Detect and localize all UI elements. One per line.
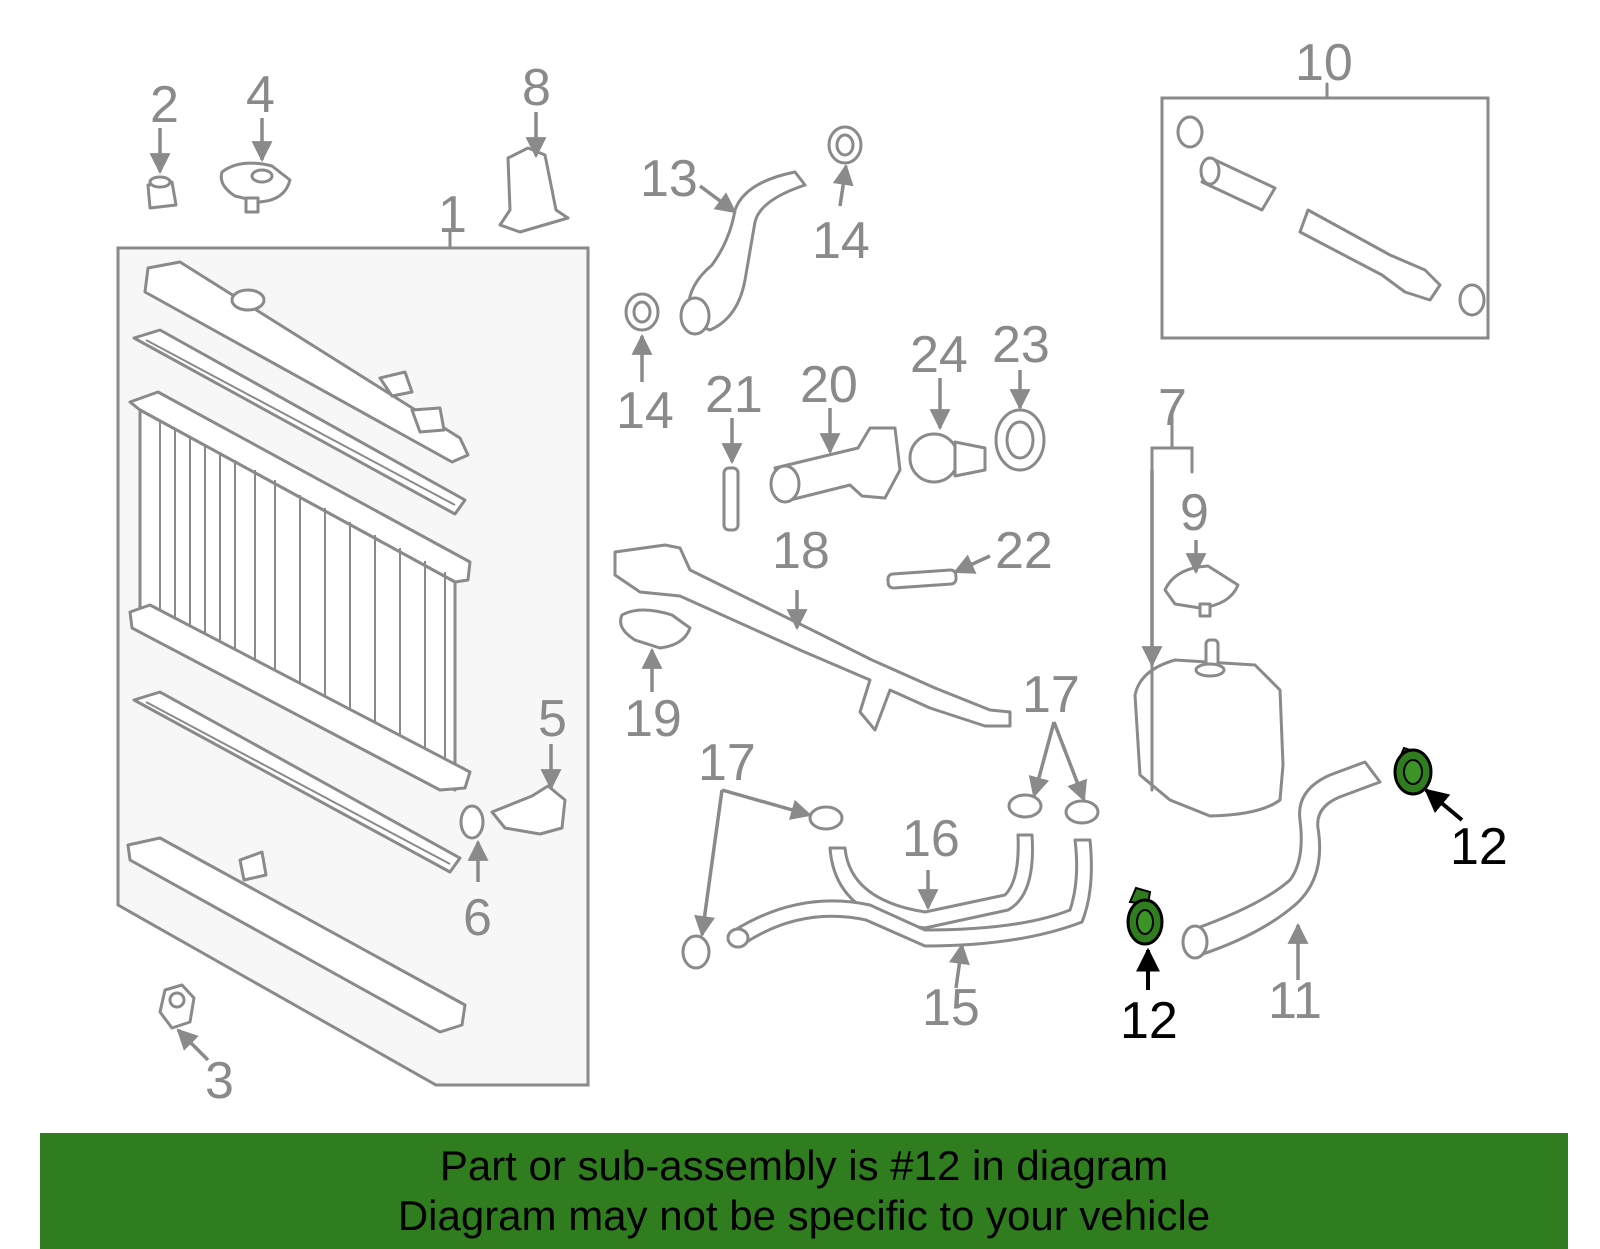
gasket-part-23: [994, 408, 1046, 472]
callout-12-right: 12: [1450, 818, 1508, 876]
clamp-part-17-d: [681, 934, 711, 970]
hose-kit-part-10: [1160, 82, 1490, 340]
callout-15: 15: [922, 979, 980, 1037]
hose-part-13: [679, 170, 807, 336]
callout-17-left: 17: [698, 734, 756, 792]
clamp-part-14-upper: [827, 125, 863, 165]
clamp-part-12-upper: [1393, 746, 1433, 796]
banner-line-1: Part or sub-assembly is #12 in diagram: [439, 1142, 1169, 1189]
bracket-part-8: [498, 146, 570, 234]
drain-plug-part-5: [490, 784, 567, 836]
clamp-part-14-lower: [624, 292, 660, 332]
callout-17-right: 17: [1022, 666, 1080, 724]
callout-19: 19: [624, 690, 682, 748]
thermostat-part-24: [908, 432, 987, 484]
info-banner: Part or sub-assembly is #12 in diagram D…: [40, 1133, 1568, 1249]
callout-5: 5: [538, 690, 567, 748]
gasket-part-19: [619, 608, 692, 650]
callout-21: 21: [705, 366, 763, 424]
callout-9: 9: [1180, 484, 1209, 542]
o-ring-part-6: [459, 804, 485, 840]
callout-4: 4: [246, 66, 275, 124]
reservoir-part-7: [1133, 638, 1285, 818]
callout-16: 16: [902, 810, 960, 868]
radiator-assembly: [116, 230, 590, 1087]
callout-labels: 1 2 3 4 5 6 7 8 9 10 11 12 12 13 14 14 1…: [150, 34, 1508, 1110]
stud-part-22: [886, 568, 958, 590]
callout-23: 23: [992, 316, 1050, 374]
callout-12-bottom: 12: [1120, 992, 1178, 1050]
banner-line-2: Diagram may not be specific to your vehi…: [397, 1192, 1211, 1239]
callout-22: 22: [995, 522, 1053, 580]
callout-7: 7: [1158, 379, 1187, 437]
hose-part-15: [726, 838, 1093, 949]
leader-arrows: [149, 112, 1464, 1062]
hose-part-11: [1181, 760, 1382, 960]
nut-part-3: [158, 983, 196, 1030]
clamp-part-17-a: [808, 805, 844, 831]
callout-2: 2: [150, 76, 179, 134]
cap-part-9: [1163, 564, 1240, 618]
callout-14-upper: 14: [812, 212, 870, 270]
callout-24: 24: [910, 326, 968, 384]
clamp-part-17-c: [1064, 799, 1100, 825]
callout-20: 20: [800, 356, 858, 414]
callout-18: 18: [772, 522, 830, 580]
bracket-part-4: [219, 161, 292, 214]
clamp-part-17-b: [1007, 793, 1043, 819]
drain-cock-part-2: [146, 175, 178, 210]
water-inlet-part-20: [769, 426, 902, 504]
callout-14-lower: 14: [616, 382, 674, 440]
callout-1: 1: [438, 186, 467, 244]
pipe-part-18: [613, 543, 1012, 732]
callout-11: 11: [1268, 972, 1322, 1030]
callout-3: 3: [205, 1052, 234, 1110]
clamp-part-12-lower: [1126, 886, 1164, 946]
callout-6: 6: [463, 889, 492, 947]
parts-diagram: 1 2 3 4 5 6 7 8 9 10 11 12 12 13 14 14 1…: [116, 34, 1508, 1110]
callout-13: 13: [640, 150, 698, 208]
stud-part-21: [722, 466, 740, 532]
callout-8: 8: [522, 59, 551, 117]
callout-10: 10: [1295, 34, 1353, 92]
